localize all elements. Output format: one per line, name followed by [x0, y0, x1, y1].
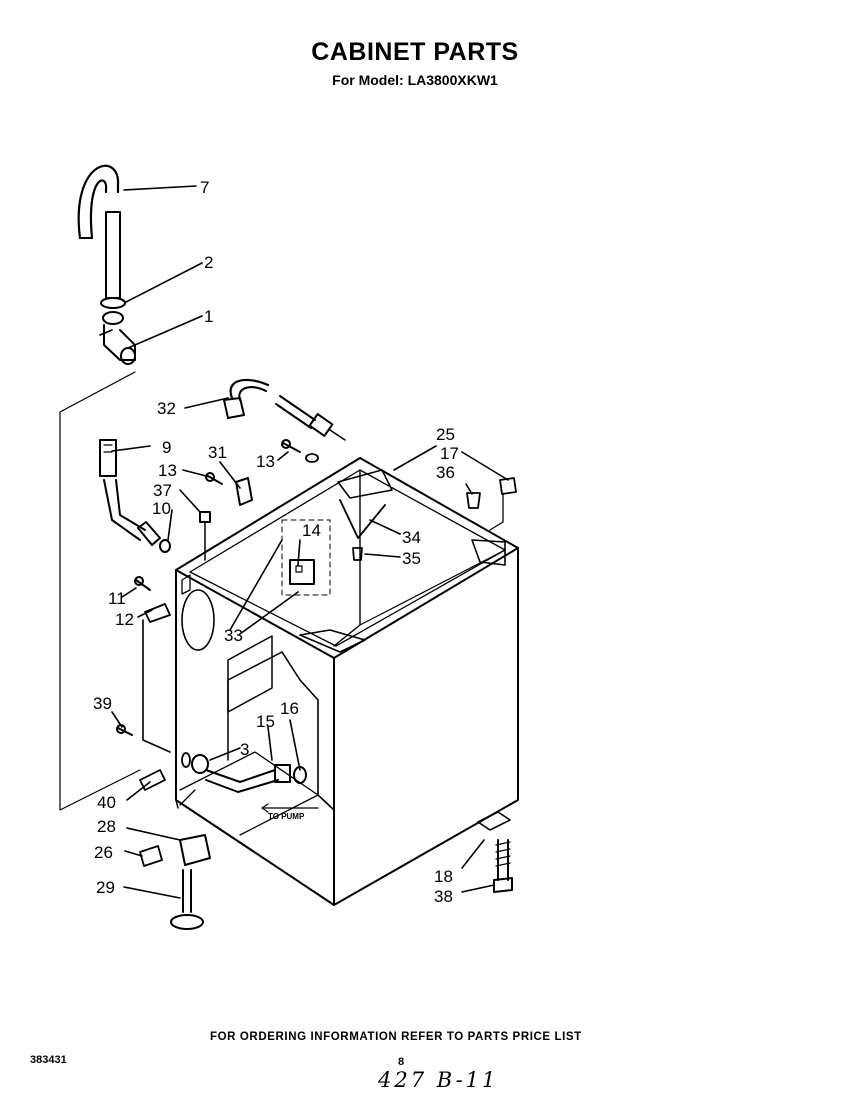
- callout-label: 25: [436, 425, 455, 444]
- callout-label: 17: [440, 444, 459, 463]
- callout-label: 34: [402, 528, 421, 547]
- callout-label: 9: [162, 438, 171, 457]
- drain-hose-assembly: [77, 164, 136, 365]
- callout-label: 37: [153, 481, 172, 500]
- callout-label: 36: [436, 463, 455, 482]
- hardware-parts: [116, 439, 517, 930]
- to-pump-annotation: TO PUMP: [261, 803, 319, 821]
- handwritten-note: 427 B-11: [378, 1068, 499, 1092]
- callout-label: 13: [158, 461, 177, 480]
- callout-label: 10: [152, 499, 171, 518]
- wire-harness: [223, 378, 346, 441]
- callout-label: 35: [402, 549, 421, 568]
- document-number: 383431: [30, 1054, 67, 1066]
- cabinet-body: [175, 457, 519, 906]
- callout-label: 32: [157, 399, 176, 418]
- callout-labels: 7 2 1 32 9 31 13 13 37 10 11 12 14 33 25…: [93, 178, 459, 906]
- ordering-info-note: FOR ORDERING INFORMATION REFER TO PARTS …: [210, 1031, 582, 1043]
- page-number: 8: [398, 1056, 405, 1068]
- callout-label: 18: [434, 867, 453, 886]
- callout-label: 2: [204, 253, 213, 272]
- callout-label: 40: [97, 793, 116, 812]
- callout-label: 28: [97, 817, 116, 836]
- model-subtitle: For Model: LA3800XKW1: [332, 72, 498, 88]
- callout-label: 26: [94, 843, 113, 862]
- callout-label: 31: [208, 443, 227, 462]
- callout-label: 38: [434, 887, 453, 906]
- callout-label: 16: [280, 699, 299, 718]
- callout-label: 14: [302, 521, 321, 540]
- callout-label: 3: [240, 740, 249, 759]
- callout-label: 33: [224, 626, 243, 645]
- callout-label: 29: [96, 878, 115, 897]
- callout-label: 7: [200, 178, 209, 197]
- callout-label: 39: [93, 694, 112, 713]
- callout-label: 13: [256, 452, 275, 471]
- assembly-reference-line: [59, 371, 141, 811]
- callout-label: 12: [115, 610, 134, 629]
- to-pump-label: TO PUMP: [268, 812, 305, 821]
- callout-label: 11: [108, 589, 126, 608]
- leader-lines: [111, 185, 509, 899]
- page-title: CABINET PARTS: [311, 38, 519, 66]
- inlet-hose: [99, 439, 171, 553]
- callout-label: 1: [204, 307, 213, 326]
- callout-label: 15: [256, 712, 275, 731]
